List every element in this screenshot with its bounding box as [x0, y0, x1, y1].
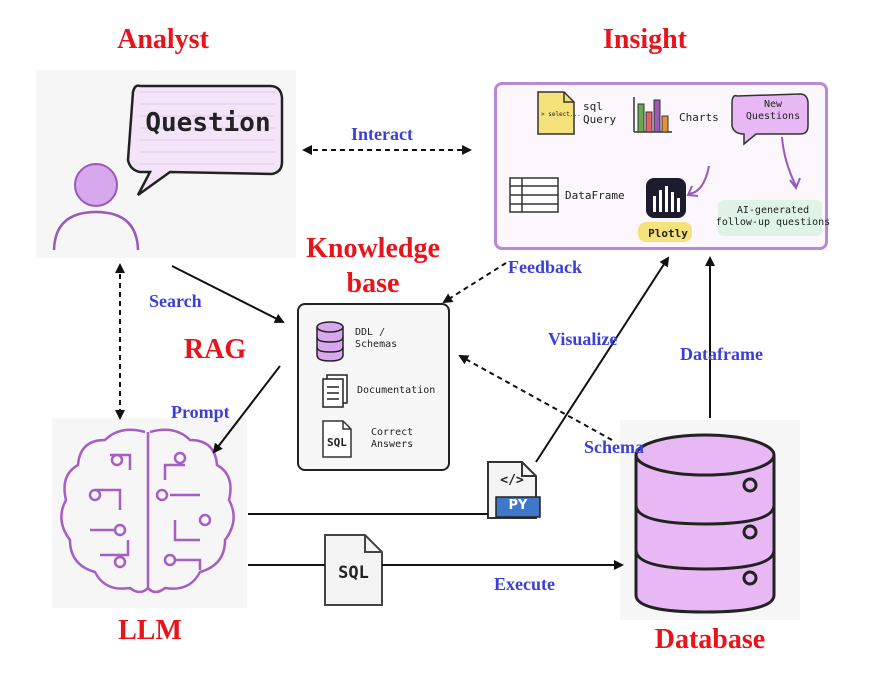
sql-query-file-icon: [537, 91, 575, 135]
knowledge-base-panel: DDL / Schemas Documentation SQL Correct …: [297, 303, 450, 471]
kb-item-correct-answers: Correct Answers: [371, 427, 414, 450]
dataframe-label: DataFrame: [565, 189, 625, 202]
search-arrow: [171, 265, 285, 323]
feedback-arrow: [442, 262, 507, 304]
feedback-label: Feedback: [508, 257, 582, 277]
analyst-title: Analyst: [117, 24, 209, 55]
insight-icons: [509, 91, 822, 242]
speech-bubble-icon: [126, 84, 284, 197]
python-file-symbol: </>: [500, 473, 524, 488]
kb-item-ddl: DDL / Schemas: [355, 327, 398, 350]
kb-item-documentation: Documentation: [357, 385, 436, 396]
bar-chart-icon: [633, 97, 672, 133]
dataframe-table-icon: [509, 177, 559, 213]
sql-query-label: sql Query: [583, 100, 617, 126]
ai-generated-label: AI-generated follow-up questions: [715, 205, 831, 228]
rag-title: RAG: [183, 334, 247, 365]
kb-sql-file-icon: [322, 420, 352, 458]
insight-title: Insight: [602, 24, 688, 55]
brain-icon: [60, 428, 235, 594]
execute-label: Execute: [494, 574, 555, 594]
kb-icons: [316, 321, 352, 458]
new-questions-bubble-icon: [731, 93, 809, 146]
interact-label: Interact: [351, 124, 413, 144]
new-questions-label: New Questions: [745, 99, 801, 122]
database-title: Database: [654, 624, 766, 655]
kb-document-icon: [322, 374, 348, 408]
llm-title: LLM: [118, 615, 182, 646]
person-icon: [52, 163, 140, 251]
python-file-icon: [487, 461, 541, 519]
sql-file-icon: [324, 534, 383, 606]
kb-sql-small-text: SQL: [327, 436, 347, 449]
sql-file-text: > select...: [541, 111, 581, 118]
schema-label: Schema: [584, 437, 644, 457]
plotly-label: Plotly: [648, 227, 688, 240]
search-label: Search: [149, 291, 202, 311]
charts-label: Charts: [679, 111, 719, 124]
dataframe-label: Dataframe: [680, 344, 763, 364]
visualize-arrow: [535, 256, 670, 463]
schema-arrow: [458, 355, 613, 441]
knowledge-base-title: Knowledge base: [306, 233, 440, 299]
insight-panel: > select... sql Query Charts New Questio…: [494, 82, 831, 250]
database-icon: [634, 433, 776, 614]
kb-database-icon: [316, 321, 344, 362]
visualize-label: Visualize: [548, 329, 618, 349]
prompt-arrow: [212, 365, 281, 454]
sql-file-label: SQL: [338, 563, 369, 583]
plotly-logo-icon: [638, 178, 692, 242]
python-file-label: PY: [508, 498, 528, 513]
question-text: Question: [145, 108, 271, 138]
prompt-label: Prompt: [171, 402, 230, 422]
